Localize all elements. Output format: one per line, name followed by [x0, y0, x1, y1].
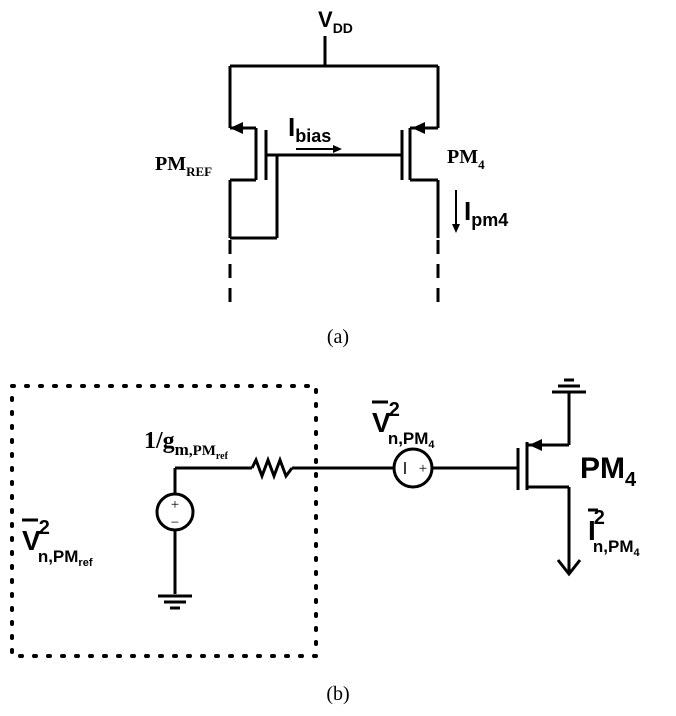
caption-b: (b) [326, 683, 349, 705]
noise-model-circuit: + − + 1/gm,PMref [10, 378, 641, 705]
svg-text:V2n,PM4: V2n,PM4 [372, 399, 435, 451]
ground-icon-top [552, 378, 586, 394]
ground-icon [158, 594, 192, 610]
current-mirror-circuit: VDD Ibias [155, 7, 508, 348]
pmref-transistor [228, 66, 402, 305]
resistor [250, 455, 294, 481]
svg-text:+: + [419, 461, 427, 477]
resistor-label: 1/gm,PMref [144, 428, 229, 462]
svg-text:+: + [171, 497, 179, 513]
pm4-label-b: PM4 [580, 452, 637, 491]
pmref-label: PMREF [155, 153, 212, 179]
svg-text:I2n,PM4: I2n,PM4 [588, 507, 641, 559]
pm4-source-arrow [412, 122, 425, 134]
svg-text:V2n,PMref: V2n,PMref [22, 517, 93, 569]
svg-text:−: − [171, 515, 179, 531]
caption-a: (a) [327, 326, 349, 348]
pm4-source-arrow-b [529, 439, 542, 451]
ref-noise-source [155, 492, 195, 532]
vdd-label: VDD [318, 7, 353, 36]
pmref-source-arrow [230, 122, 243, 134]
ibias-label: Ibias [288, 112, 331, 146]
pm4-label: PM4 [447, 146, 485, 172]
pm4-transistor [400, 66, 440, 305]
pm4-noise-source [392, 447, 434, 489]
ipm4-label: Ipm4 [464, 196, 508, 230]
output-current-arrow [556, 559, 582, 577]
pmref-equivalent-box [10, 384, 318, 658]
pm4-transistor-b [516, 392, 582, 577]
